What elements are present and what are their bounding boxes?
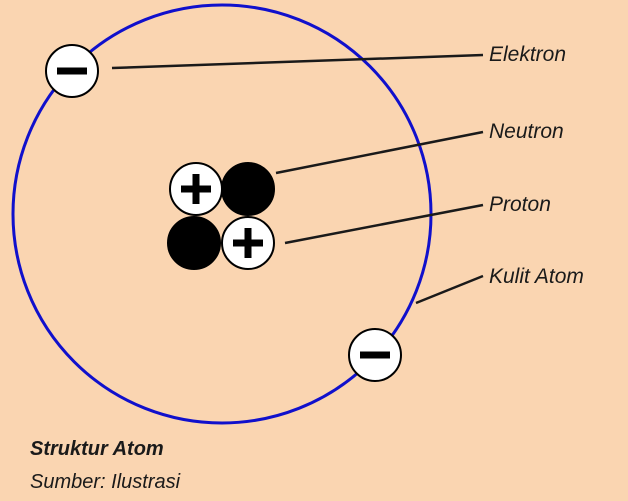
plus-icon-vertical: [244, 228, 252, 258]
electron-leader-line: [111, 53, 484, 70]
atom-shell-label: Kulit Atom: [489, 265, 584, 288]
plus-icon-vertical: [192, 174, 200, 204]
neutron-leader-line: [275, 130, 484, 175]
figure-caption-source: Sumber: Ilustrasi: [30, 471, 181, 493]
leader-lines: [111, 53, 484, 305]
nucleus: [167, 162, 275, 270]
proton-particle: [221, 216, 275, 270]
figure-caption-title: Struktur Atom: [30, 438, 164, 460]
electron-particle-bottom: [348, 328, 402, 382]
neutron-label: Neutron: [489, 120, 564, 143]
neutron-particle: [167, 216, 221, 270]
electron-label: Elektron: [489, 43, 566, 66]
neutron-particle: [221, 162, 275, 216]
minus-icon: [57, 67, 87, 75]
proton-leader-line: [284, 203, 484, 245]
proton-particle: [169, 162, 223, 216]
shell-leader-line: [415, 274, 484, 305]
minus-icon: [360, 351, 390, 359]
electron-particle-top: [45, 44, 99, 98]
proton-label: Proton: [489, 193, 551, 216]
